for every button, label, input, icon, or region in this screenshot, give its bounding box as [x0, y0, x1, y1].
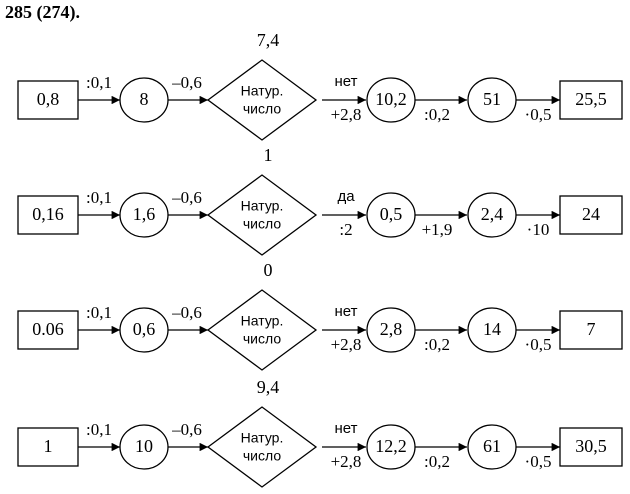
result-value: 30,5: [575, 436, 607, 456]
result-box: [559, 310, 623, 350]
answer-label: нет: [335, 420, 358, 437]
circle-value: 51: [483, 89, 501, 109]
input-box: [17, 310, 79, 350]
answer-label: нет: [335, 303, 358, 320]
circle-value: 61: [483, 436, 501, 456]
input-value: 0,8: [37, 89, 60, 109]
circle-value: 12,2: [375, 436, 407, 456]
operation-label: :0,2: [424, 452, 450, 471]
result-box: [559, 427, 623, 467]
decision-diamond: [206, 289, 318, 371]
input-value: 1: [44, 436, 53, 456]
circle-value: 1,6: [133, 204, 156, 224]
circle-value: 10,2: [375, 89, 407, 109]
operation-label: :0,1: [86, 73, 112, 92]
operation-label: :0,1: [86, 188, 112, 207]
operation-label: +1,9: [422, 220, 453, 239]
decision-diamond: [206, 174, 318, 256]
circle-value: 2,8: [380, 319, 403, 339]
operation-label: +2,8: [331, 452, 362, 471]
decision-diamond: [206, 406, 318, 488]
intermediate-value: 9,4: [257, 377, 280, 397]
operation-label: +2,8: [331, 105, 362, 124]
operation-label: –0,6: [171, 303, 202, 322]
decision-label: Натур.: [241, 430, 284, 446]
decision-label: Натур.: [241, 83, 284, 99]
decision-label: число: [243, 101, 281, 117]
intermediate-value: 0: [264, 260, 273, 280]
result-value: 7: [587, 319, 596, 339]
answer-label: да: [337, 188, 355, 205]
answer-label: нет: [335, 73, 358, 90]
operation-label: ·0,5: [525, 335, 552, 354]
result-box: [559, 80, 623, 120]
result-value: 25,5: [575, 89, 607, 109]
intermediate-value: 7,4: [257, 30, 280, 50]
circle-value: 8: [140, 89, 149, 109]
operation-label: :2: [339, 220, 352, 239]
circle-value: 0,5: [380, 204, 403, 224]
operation-label: :0,1: [86, 420, 112, 439]
decision-diamond: [206, 59, 318, 141]
circle-value: 2,4: [481, 204, 504, 224]
input-value: 0.06: [32, 319, 64, 339]
result-box: [559, 195, 623, 235]
operation-label: ·10: [527, 220, 550, 239]
operation-label: ·0,5: [525, 105, 552, 124]
input-value: 0,16: [32, 204, 64, 224]
decision-label: Натур.: [241, 313, 284, 329]
operation-label: +2,8: [331, 335, 362, 354]
decision-label: число: [243, 216, 281, 232]
operation-label: :0,1: [86, 303, 112, 322]
decision-label: число: [243, 331, 281, 347]
operation-label: :0,2: [424, 335, 450, 354]
operation-label: :0,2: [424, 105, 450, 124]
operation-label: –0,6: [171, 420, 202, 439]
circle-value: 0,6: [133, 319, 156, 339]
exercise-title: 285 (274).: [5, 2, 80, 22]
input-box: [17, 427, 79, 467]
intermediate-value: 1: [264, 145, 273, 165]
decision-label: Натур.: [241, 198, 284, 214]
operation-label: –0,6: [171, 73, 202, 92]
result-value: 24: [582, 204, 600, 224]
circle-value: 10: [135, 436, 153, 456]
circle-value: 14: [483, 319, 501, 339]
operation-label: –0,6: [171, 188, 202, 207]
decision-label: число: [243, 448, 281, 464]
operation-label: ·0,5: [525, 452, 552, 471]
